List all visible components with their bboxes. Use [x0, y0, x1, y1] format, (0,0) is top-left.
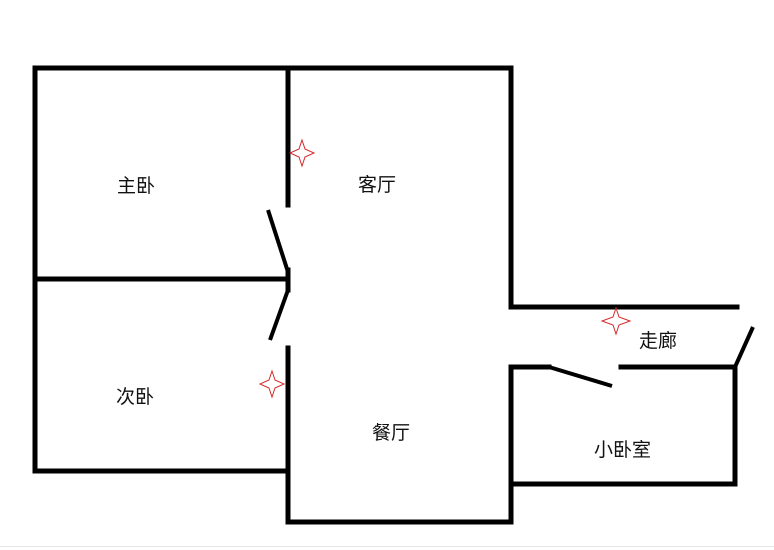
four-point-star-icon [600, 306, 632, 336]
room-labels: 主卧 客厅 次卧 餐厅 走廊 小卧室 [116, 174, 677, 461]
door-master-bedroom [266, 209, 290, 273]
room-label-second-bedroom: 次卧 [116, 386, 154, 408]
room-label-master-bedroom: 主卧 [117, 175, 155, 197]
door-small-bedroom [548, 365, 613, 388]
room-label-corridor: 走廊 [639, 330, 677, 352]
markers [258, 138, 632, 399]
four-point-star-icon [258, 369, 286, 399]
room-label-small-bedroom: 小卧室 [594, 439, 651, 461]
door-second-bedroom [268, 289, 290, 341]
bottom-divider [0, 546, 774, 547]
doors [266, 209, 755, 388]
door-corridor-end [733, 326, 755, 368]
room-label-living-room: 客厅 [358, 174, 396, 196]
four-point-star-icon [288, 138, 316, 168]
room-label-dining-room: 餐厅 [372, 422, 410, 444]
walls [32, 65, 740, 525]
